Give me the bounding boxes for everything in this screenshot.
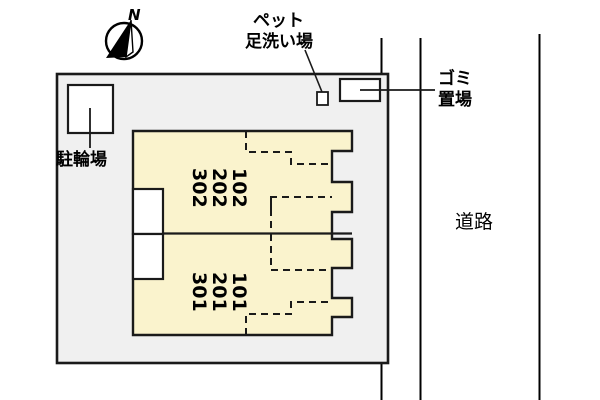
unit-label-101: 101	[228, 272, 250, 312]
compass-needle-dark	[106, 20, 131, 58]
building-footprint: 302 202 102 301 201 101	[131, 129, 354, 337]
pet-wash-box	[316, 91, 329, 106]
garbage-group: ゴミ 置場	[338, 68, 472, 110]
compass-north-label: N	[128, 6, 141, 24]
bicycle-parking-group: 駐輪場	[56, 83, 115, 170]
unit-labels-upper: 302 202 102	[188, 168, 250, 208]
unit-label-201: 201	[208, 272, 230, 312]
dashed-partition-lower-1	[270, 234, 332, 271]
stair-box-lower	[131, 232, 165, 281]
unit-label-102: 102	[228, 168, 250, 208]
garbage-label-line1: ゴミ	[438, 68, 472, 89]
pet-wash-group: ペット 足洗い場	[245, 11, 329, 106]
compass-rose-icon: N	[104, 6, 144, 61]
dashed-partition-upper-1	[245, 131, 332, 165]
bicycle-parking-label: 駐輪場	[56, 149, 107, 170]
pet-wash-leader-line	[304, 49, 323, 93]
garbage-label-line2: 置場	[438, 90, 472, 110]
unit-label-301: 301	[188, 272, 210, 312]
interior-dashed-lower	[245, 234, 332, 335]
road-label: 道路	[455, 211, 493, 233]
unit-label-202: 202	[208, 168, 230, 208]
pet-wash-label-line2: 足洗い場	[245, 31, 313, 52]
dashed-partition-lower-2	[245, 301, 332, 335]
unit-label-302: 302	[188, 168, 210, 208]
pet-wash-label-line1: ペット	[253, 11, 304, 31]
compass-needle-light	[125, 19, 134, 59]
stair-box-upper	[131, 187, 165, 236]
interior-dashed-upper	[245, 131, 332, 233]
unit-labels-lower: 301 201 101	[188, 272, 250, 312]
